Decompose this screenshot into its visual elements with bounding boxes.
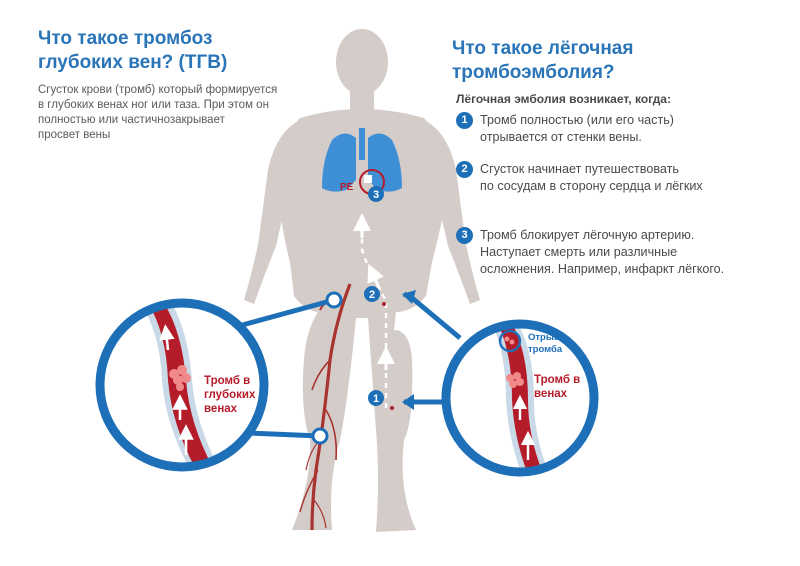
left-inset-label-line: глубоких (204, 389, 256, 401)
clot-dot (382, 302, 386, 306)
pe-title-line: тромбоэмболия? (452, 62, 615, 83)
arrow-icon (402, 290, 416, 304)
detach-ring (498, 329, 522, 353)
step-line: Тромб блокирует лёгочную артерию. (480, 228, 695, 242)
right-inset: Отрыв тромба Тромб в венах (441, 319, 599, 477)
dvt-description-line: просвет вены (38, 129, 111, 141)
pe-intro: Лёгочная эмболия возникает, когда: (456, 92, 671, 106)
step-text: Тромб блокирует лёгочную артерию. Наступ… (480, 227, 792, 278)
dvt-description-line: полностью или частичнозакрывает (38, 114, 225, 126)
clot-dot (390, 406, 394, 410)
lungs (322, 133, 402, 192)
dvt-title-line: глубоких вен? (ТГВ) (38, 52, 228, 73)
connector-node (311, 427, 329, 445)
svg-text:1: 1 (373, 393, 379, 405)
detach-label-line: тромба (528, 344, 563, 355)
body-silhouette (244, 29, 480, 532)
step-number-badge: 1 (456, 112, 473, 129)
marker-2: 2 (364, 286, 380, 302)
right-inset-label-line: венах (534, 388, 568, 400)
step-number-badge: 3 (456, 227, 473, 244)
step-line: Тромб полностью (или его часть) (480, 113, 674, 127)
svg-text:3: 3 (373, 189, 379, 201)
right-inset-label-line: Тромб в (534, 374, 580, 386)
dvt-description-line: Сгусток крови (тромб) который формируетс… (38, 84, 278, 96)
step-number-badge: 2 (456, 161, 473, 178)
dvt-description: Сгусток крови (тромб) который формируетс… (38, 83, 328, 143)
step-line: Наступает смерть или различные (480, 245, 678, 259)
pe-step-3: 3 Тромб блокирует лёгочную артерию. Наст… (456, 227, 792, 278)
pe-title: Что такое лёгочная тромбоэмболия? (452, 37, 772, 85)
dvt-title-line: Что такое тромбоз (38, 28, 213, 49)
pe-title-line: Что такое лёгочная (452, 38, 634, 59)
marker-1: 1 (368, 390, 384, 406)
pe-label: PE (340, 182, 354, 193)
connector-node (325, 291, 343, 309)
step-line: отрывается от стенки вены. (480, 130, 642, 144)
step-line: осложнения. Например, инфаркт лёгкого. (480, 262, 725, 276)
dvt-description-line: в глубоких венах ног или таза. При этом … (38, 99, 269, 111)
step-line: по сосудам в сторону сердца и лёгких (480, 179, 703, 193)
marker-3: 3 (368, 186, 384, 202)
pe-clot (364, 175, 372, 183)
pe-step-2: 2 Сгусток начинает путешествовать по сос… (456, 161, 792, 195)
left-inset: Тромб в глубоких венах (95, 298, 269, 472)
svg-text:2: 2 (369, 289, 375, 301)
left-inset-label-line: Тромб в (204, 375, 250, 387)
arrow-up-icon (367, 263, 384, 291)
left-inset-label-line: венах (204, 403, 238, 415)
step-text: Сгусток начинает путешествовать по сосуд… (480, 161, 792, 195)
arrow-icon (402, 394, 414, 410)
dvt-title: Что такое тромбоз глубоких вен? (ТГВ) (38, 27, 308, 75)
step-line: Сгусток начинает путешествовать (480, 162, 679, 176)
step-text: Тромб полностью (или его часть) отрывает… (480, 112, 792, 146)
detach-label-line: Отрыв (528, 332, 560, 343)
pe-step-1: 1 Тромб полностью (или его часть) отрыва… (456, 112, 792, 146)
flow-path (353, 213, 395, 410)
